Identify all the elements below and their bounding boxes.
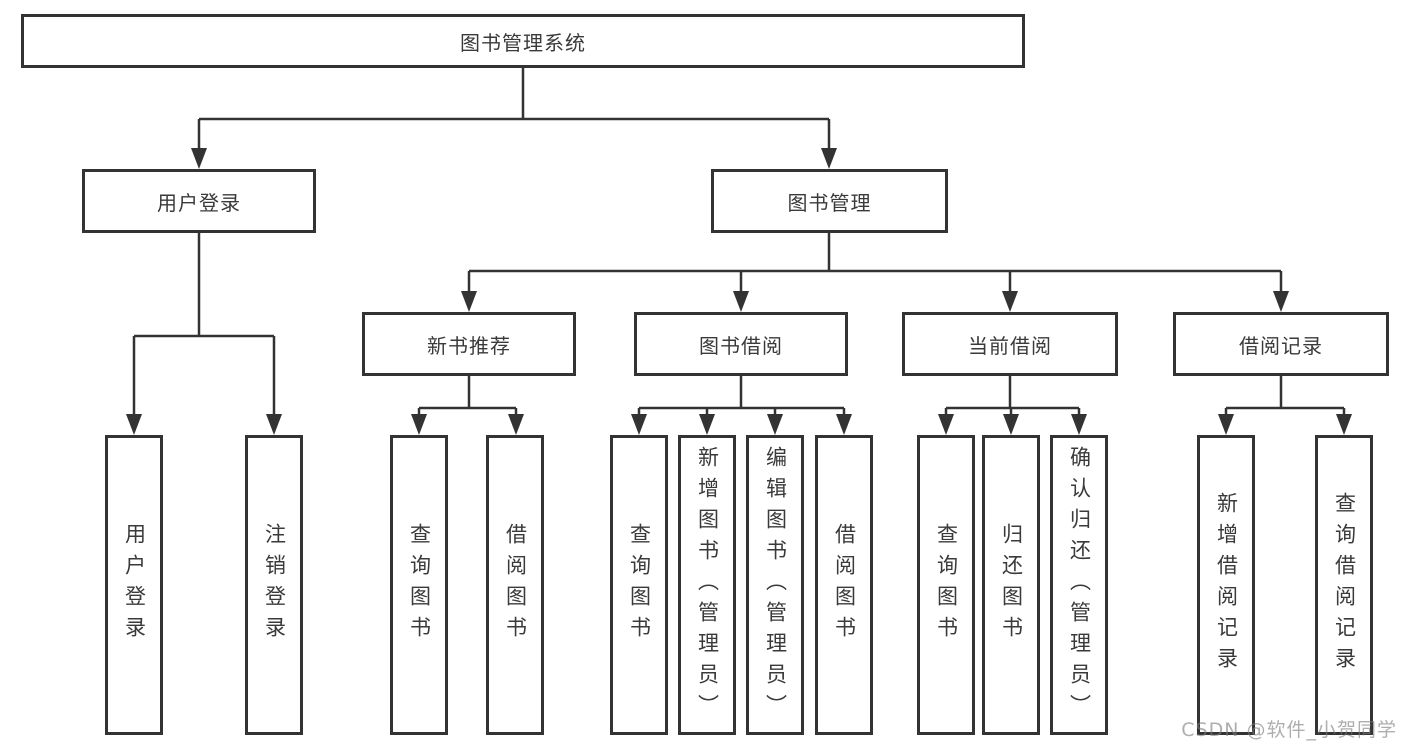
leaf-return-books: 归还图书 xyxy=(982,435,1040,735)
node-label: 图书管理 xyxy=(787,190,872,215)
node-label: 图书借阅 xyxy=(699,333,783,358)
node-label: 编辑图书（管理员） xyxy=(763,445,788,725)
node-book-borrowing: 图书借阅 xyxy=(634,312,848,376)
leaf-query-borrow-record: 查询借阅记录 xyxy=(1315,435,1373,735)
leaf-logout: 注销登录 xyxy=(245,435,303,735)
node-current-borrowing: 当前借阅 xyxy=(902,312,1118,376)
node-library-system: 图书管理系统 xyxy=(21,14,1025,68)
leaf-query-books-current: 查询图书 xyxy=(917,435,975,735)
node-label: 用户登录 xyxy=(157,190,241,215)
node-label: 用户登录 xyxy=(122,523,147,647)
leaf-add-book-admin: 新增图书（管理员） xyxy=(678,435,736,735)
node-label: 注销登录 xyxy=(262,523,287,647)
leaf-add-borrow-record: 新增借阅记录 xyxy=(1197,435,1255,735)
node-label: 确认归还（管理员） xyxy=(1067,445,1092,725)
node-label: 查询借阅记录 xyxy=(1332,492,1357,678)
leaf-borrow-books: 借阅图书 xyxy=(815,435,873,735)
node-label: 借阅图书 xyxy=(832,523,857,647)
node-label: 归还图书 xyxy=(999,523,1024,647)
node-label: 新增借阅记录 xyxy=(1214,492,1239,678)
leaf-edit-book-admin: 编辑图书（管理员） xyxy=(746,435,804,735)
node-label: 当前借阅 xyxy=(968,333,1052,358)
node-label: 查询图书 xyxy=(934,523,959,647)
node-label: 查询图书 xyxy=(627,523,652,647)
csdn-watermark: CSDN @软件_小贺同学 xyxy=(1181,719,1397,741)
leaf-query-books-recommend: 查询图书 xyxy=(390,435,448,735)
node-label: 借阅图书 xyxy=(503,523,528,647)
node-borrow-records: 借阅记录 xyxy=(1173,312,1389,376)
node-label: 查询图书 xyxy=(407,523,432,647)
leaf-query-books-borrowing: 查询图书 xyxy=(610,435,668,735)
node-label: 新书推荐 xyxy=(427,333,511,358)
node-label: 借阅记录 xyxy=(1239,333,1323,358)
arrowheads xyxy=(126,148,1352,435)
node-label: 图书管理系统 xyxy=(460,30,586,55)
node-new-book-recommend: 新书推荐 xyxy=(362,312,576,376)
leaf-borrow-books-recommend: 借阅图书 xyxy=(486,435,544,735)
node-book-management: 图书管理 xyxy=(711,169,948,233)
node-label: 新增图书（管理员） xyxy=(695,445,720,725)
leaf-confirm-return-admin: 确认归还（管理员） xyxy=(1050,435,1108,735)
leaf-user-login: 用户登录 xyxy=(105,435,163,735)
node-user-login-branch: 用户登录 xyxy=(82,169,316,233)
